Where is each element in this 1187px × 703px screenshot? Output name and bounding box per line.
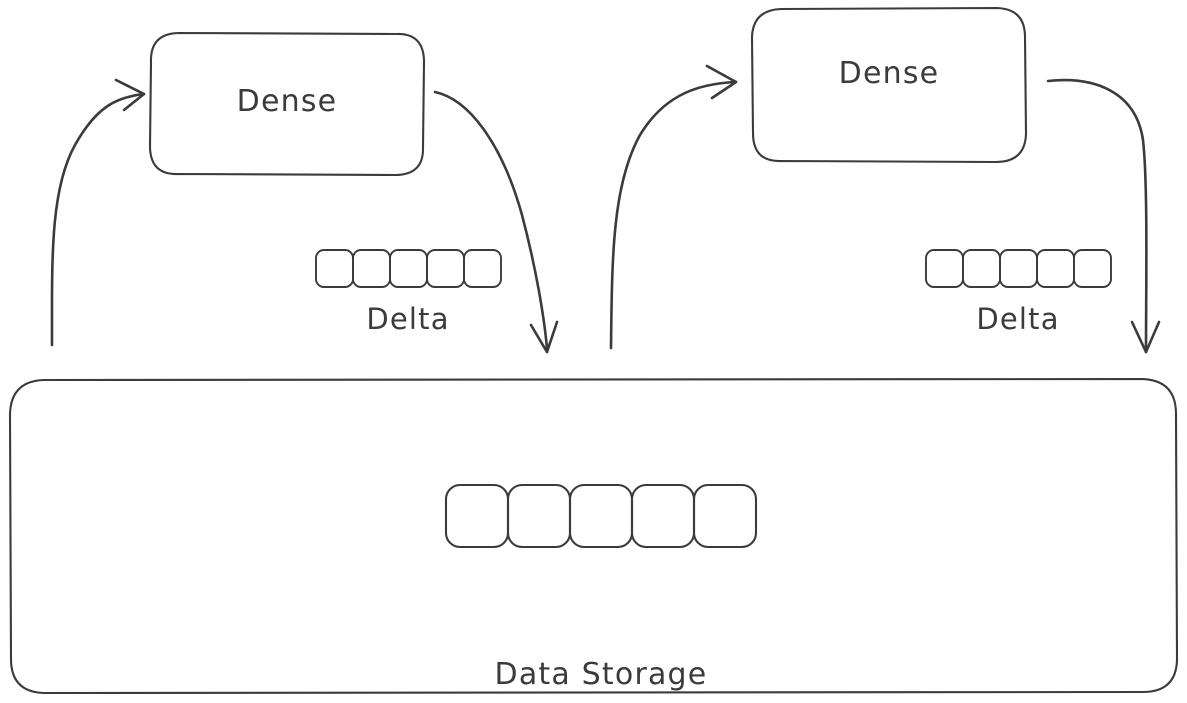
arrow-right-outbound — [1046, 78, 1161, 354]
arrow-left-outbound — [433, 90, 559, 354]
arrow-right-inbound — [609, 64, 738, 350]
delta-label-right: Delta — [976, 302, 1060, 336]
delta-cell-3[interactable] — [389, 249, 428, 288]
disk-block-5[interactable] — [692, 483, 758, 549]
disk-block-3[interactable] — [568, 483, 634, 549]
delta-cell-5[interactable] — [463, 249, 502, 288]
disk-block-2[interactable] — [506, 483, 572, 549]
disk-block-4[interactable] — [630, 483, 696, 549]
delta-cell-4[interactable] — [426, 249, 465, 288]
delta-cells-right[interactable] — [925, 249, 1112, 288]
dense-box-left[interactable] — [148, 31, 426, 177]
delta-cell-2[interactable] — [962, 249, 1001, 288]
delta-cell-3[interactable] — [999, 249, 1038, 288]
delta-cell-1[interactable] — [315, 249, 354, 288]
delta-cell-1[interactable] — [925, 249, 964, 288]
disk-block-1[interactable] — [444, 483, 510, 549]
data-storage-container[interactable] — [8, 377, 1179, 695]
disk-blocks[interactable] — [444, 483, 758, 549]
arrow-left-inbound — [50, 78, 146, 347]
data-storage-label-line1: Data Storage — [494, 657, 708, 692]
dense-label-left: Dense — [236, 84, 338, 119]
delta-cell-4[interactable] — [1036, 249, 1075, 288]
delta-cell-5[interactable] — [1073, 249, 1112, 288]
dense-label-right: Dense — [838, 56, 940, 91]
data-storage-label: Data Storage "Disk" — [401, 575, 801, 703]
dense-box-right[interactable] — [750, 6, 1028, 164]
delta-label-left: Delta — [366, 302, 450, 336]
delta-cell-2[interactable] — [352, 249, 391, 288]
delta-cells-left[interactable] — [315, 249, 502, 288]
